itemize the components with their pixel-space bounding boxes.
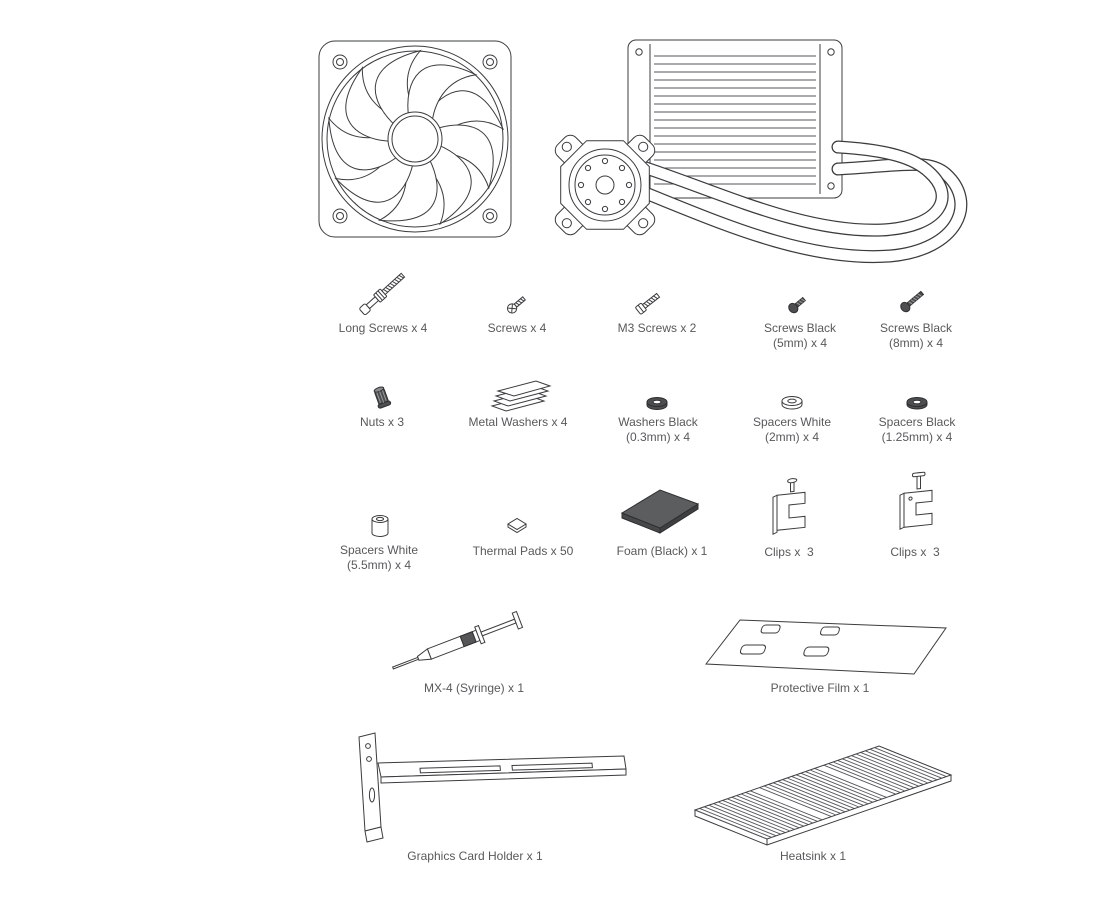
- spacers-black-icon: [906, 397, 928, 410]
- screws-black-8mm-icon: [900, 290, 925, 313]
- spacers-white-2mm-icon: [781, 396, 803, 410]
- tubes-illustration: [631, 140, 968, 264]
- thermal-pads-icon: [507, 517, 527, 534]
- foam-icon: [620, 489, 700, 534]
- screws-black-5mm-icon: [788, 296, 807, 314]
- label-metal-washers: Metal Washers x 4: [468, 415, 568, 429]
- spacers-white-55mm-icon: [371, 515, 389, 537]
- label-mx4-syringe: MX-4 (Syringe) x 1: [423, 681, 525, 695]
- pump-illustration: [554, 134, 656, 236]
- label-spacers-black: Spacers Black (1.25mm) x 4: [878, 415, 956, 444]
- label-washers-black: Washers Black (0.3mm) x 4: [618, 415, 698, 444]
- label-long-screws: Long Screws x 4: [338, 321, 428, 335]
- label-clips-b: Clips x 3: [890, 545, 940, 559]
- washers-black-icon: [646, 397, 668, 410]
- mx4-syringe-icon: [391, 610, 524, 670]
- label-spacers-white-2mm: Spacers White (2mm) x 4: [752, 415, 832, 444]
- clips-a-icon: [772, 478, 806, 535]
- label-thermal-pads: Thermal Pads x 50: [472, 544, 574, 558]
- clips-b-icon: [899, 471, 933, 530]
- nuts-icon: [373, 386, 392, 409]
- label-foam-black: Foam (Black) x 1: [616, 544, 708, 558]
- label-heatsink: Heatsink x 1: [779, 849, 847, 863]
- label-screws-black-8mm: Screws Black (8mm) x 4: [879, 321, 953, 350]
- long-screws-icon: [359, 272, 406, 316]
- protective-film-icon: [705, 619, 947, 675]
- label-m3-screws: M3 Screws x 2: [617, 321, 697, 335]
- screws-icon: [506, 296, 527, 314]
- label-screws: Screws x 4: [487, 321, 547, 335]
- label-spacers-white-55mm: Spacers White (5.5mm) x 4: [339, 543, 419, 572]
- label-graphics-card-holder: Graphics Card Holder x 1: [407, 849, 543, 863]
- label-screws-black-5mm: Screws Black (5mm) x 4: [763, 321, 837, 350]
- fan-illustration: [318, 40, 512, 238]
- heatsink-icon: [693, 745, 953, 846]
- graphics-card-holder-icon: [358, 732, 627, 843]
- metal-washers-icon: [490, 380, 552, 412]
- label-protective-film: Protective Film x 1: [770, 681, 870, 695]
- label-clips-a: Clips x 3: [764, 545, 814, 559]
- m3-screws-icon: [635, 292, 661, 315]
- label-nuts: Nuts x 3: [359, 415, 404, 429]
- radiator-illustration: [627, 39, 843, 199]
